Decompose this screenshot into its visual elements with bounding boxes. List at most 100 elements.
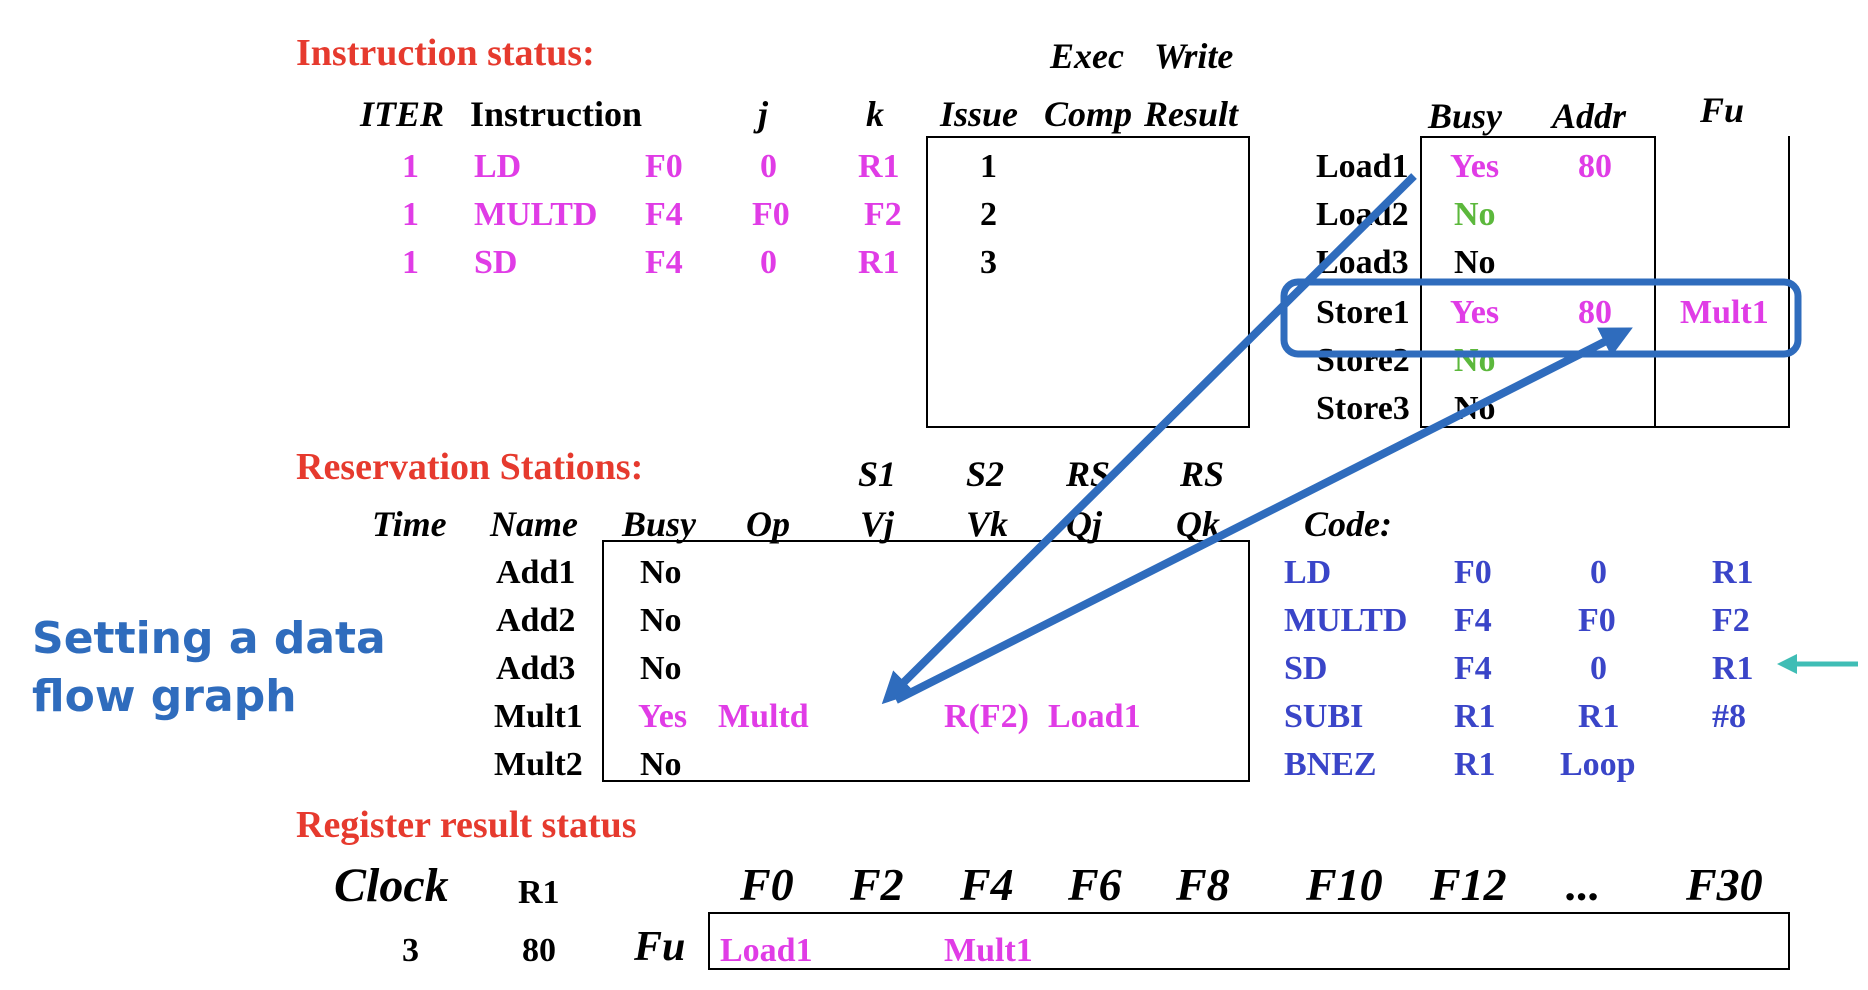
- header-s1: S1: [858, 454, 897, 494]
- buffer-name: Store3: [1316, 390, 1410, 427]
- code-arg3: R1: [1712, 650, 1754, 687]
- register-header: F8: [1176, 859, 1230, 910]
- code-arg1: F4: [1454, 602, 1492, 639]
- code-arg3: #8: [1712, 698, 1746, 735]
- instr-iter: 1: [402, 196, 419, 233]
- code-op: MULTD: [1284, 602, 1408, 639]
- header-issue: Issue: [940, 94, 1019, 134]
- code-arg2: 0: [1590, 554, 1607, 591]
- instr-j: 0: [760, 148, 777, 185]
- header-vk: Vk: [966, 504, 1009, 544]
- register-header: F30: [1686, 859, 1763, 910]
- header-fu: Fu: [1700, 90, 1745, 130]
- register-header: F4: [960, 859, 1014, 910]
- rs-vk: R(F2): [944, 698, 1029, 735]
- instr-op: SD: [474, 244, 518, 281]
- code-op: LD: [1284, 554, 1332, 591]
- code-arg2: R1: [1578, 698, 1620, 735]
- header-comp: Comp: [1044, 94, 1133, 134]
- fu-label: Fu: [634, 924, 686, 970]
- reservation-stations-title: Reservation Stations:: [296, 446, 644, 488]
- header-result: Result: [1144, 94, 1239, 134]
- header-k: k: [866, 94, 884, 134]
- header-op: Op: [746, 504, 790, 544]
- reservation-stations-box: [602, 540, 1250, 782]
- header-rs-busy: Busy: [622, 504, 697, 544]
- register-fu-box: [708, 912, 1790, 970]
- rs-busy: No: [640, 746, 682, 783]
- code-arg2: F0: [1578, 602, 1616, 639]
- register-result-status-title: Register result status: [296, 804, 637, 846]
- instr-k: R1: [858, 244, 900, 281]
- register-header: F6: [1068, 859, 1122, 910]
- side-note: Setting a data flow graph: [32, 613, 386, 722]
- register-header: F12: [1430, 859, 1507, 910]
- code-op: SUBI: [1284, 698, 1364, 735]
- buffer-busy: No: [1454, 244, 1496, 281]
- instr-issue: 1: [980, 148, 997, 185]
- code-title: Code:: [1304, 504, 1392, 544]
- buffer-busy: Yes: [1450, 294, 1500, 331]
- instr-j: F0: [752, 196, 790, 233]
- instr-iter: 1: [402, 244, 419, 281]
- rs-busy: Yes: [638, 698, 688, 735]
- instr-dest: F4: [645, 244, 683, 281]
- r1-label: R1: [518, 874, 560, 911]
- instr-dest: F0: [645, 148, 683, 185]
- clock-label: Clock: [334, 859, 449, 912]
- instr-op: MULTD: [474, 196, 598, 233]
- code-arg1: F0: [1454, 554, 1492, 591]
- instr-dest: F4: [645, 196, 683, 233]
- rs-busy: No: [640, 650, 682, 687]
- rs-qj: Load1: [1048, 698, 1141, 735]
- code-arg1: R1: [1454, 746, 1496, 783]
- header-s2: S2: [966, 454, 1005, 494]
- mult1-to-store1-arrow: [894, 327, 1633, 704]
- code-op: SD: [1284, 650, 1328, 687]
- buffer-busy: No: [1454, 196, 1496, 233]
- header-addr: Addr: [1552, 96, 1627, 136]
- header-name: Name: [490, 504, 578, 544]
- register-fu-value: Load1: [720, 932, 813, 969]
- store1-highlight-box: [1280, 278, 1802, 358]
- buffer-name: Load1: [1316, 148, 1409, 185]
- code-arg3: R1: [1712, 554, 1754, 591]
- buffer-addr: 80: [1578, 294, 1612, 331]
- header-time: Time: [372, 504, 447, 544]
- register-header: F0: [740, 859, 794, 910]
- instr-iter: 1: [402, 148, 419, 185]
- header-j: j: [758, 94, 769, 134]
- rs-name: Mult2: [494, 746, 583, 783]
- instr-k: R1: [858, 148, 900, 185]
- instruction-status-box: [926, 136, 1250, 428]
- buffer-busy: Yes: [1450, 148, 1500, 185]
- register-header: F2: [850, 859, 904, 910]
- load1-to-mult1-arrow: [881, 173, 1417, 705]
- buffer-fu: Mult1: [1680, 294, 1769, 331]
- instr-op: LD: [474, 148, 522, 185]
- rs-busy: No: [640, 602, 682, 639]
- rs-name: Add3: [496, 650, 576, 687]
- register-header: F10: [1306, 859, 1383, 910]
- buffer-name: Store2: [1316, 342, 1410, 379]
- register-header: ...: [1566, 859, 1601, 910]
- register-fu-value: Mult1: [944, 932, 1033, 969]
- header-exec: Exec: [1050, 36, 1124, 76]
- code-arg1: R1: [1454, 698, 1496, 735]
- clock-value: 3: [402, 932, 419, 969]
- instr-issue: 3: [980, 244, 997, 281]
- buffer-name: Store1: [1316, 294, 1410, 331]
- code-arg3: F2: [1712, 602, 1750, 639]
- r1-value: 80: [522, 932, 556, 969]
- rs-name: Add2: [496, 602, 576, 639]
- code-arg1: F4: [1454, 650, 1492, 687]
- instr-j: 0: [760, 244, 777, 281]
- header-busy: Busy: [1428, 96, 1503, 136]
- instr-k: F2: [864, 196, 902, 233]
- header-write: Write: [1154, 36, 1234, 76]
- buffer-addr: 80: [1578, 148, 1612, 185]
- instruction-status-title: Instruction status:: [296, 32, 595, 74]
- rs-name: Add1: [496, 554, 576, 591]
- header-instruction: Instruction: [470, 94, 643, 134]
